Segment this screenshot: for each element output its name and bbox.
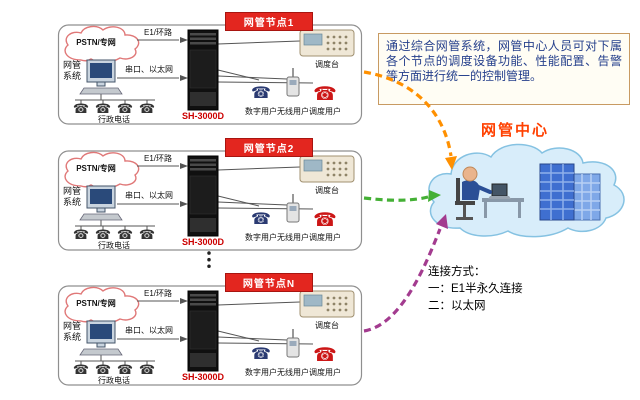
admin-phone-icons: ☎ ☎ ☎ ☎ (73, 101, 155, 116)
laptop-icon (488, 183, 511, 199)
dispatch-user-phone-icon: ☎ (313, 210, 337, 231)
user-label-digital: 数字用户 (245, 107, 277, 116)
user-label-dispatch: 调度用户 (309, 368, 341, 377)
console-label: 调度台 (315, 321, 339, 330)
admin-phone-label: 行政电话 (98, 115, 130, 124)
e1-link-label: E1/环路 (143, 154, 172, 163)
connection-title: 连接方式： (428, 266, 486, 278)
computer-icon (79, 59, 123, 95)
serial-ethernet-label: 串口、以太网 (125, 191, 173, 200)
arrowhead (180, 336, 188, 342)
phone-icon: ☎ (95, 227, 111, 242)
admin-phone-icons: ☎ ☎ ☎ ☎ (73, 362, 155, 377)
console-label: 调度台 (315, 186, 339, 195)
node-group-n: ☎ ☎ ☎ ☎ ☎ ☎ 网管节点N PSTN/专网 E1/环路 网管系统 串口、… (57, 273, 363, 387)
node-group-2: ☎ ☎ ☎ ☎ ☎ ☎ 网管节点2 PSTN/专网 E1/环路 网管系统 串口、… (57, 138, 363, 252)
dispatch-user-phone-icon: ☎ (313, 84, 337, 105)
nms-label: 网管系统 (62, 60, 81, 81)
phone-icon: ☎ (95, 362, 111, 377)
node-banner: 网管节点1 (225, 12, 313, 31)
computer-icon (79, 185, 123, 221)
device-model-label: SH-3000D (181, 372, 225, 382)
connector-lines (75, 165, 314, 230)
serial-ethernet-label: 串口、以太网 (125, 65, 173, 74)
person-at-computer-icon (455, 166, 492, 220)
cabinet-icon (187, 290, 219, 372)
wireless-user-radio-icon (286, 68, 300, 97)
phone-icon: ☎ (117, 362, 133, 377)
dispatch-console-icon (299, 29, 355, 57)
digital-user-phone-icon: ☎ (251, 85, 271, 102)
wireless-user-radio-icon (286, 194, 300, 223)
node-2-graphics: ☎ ☎ ☎ ☎ ☎ ☎ (57, 150, 363, 251)
cabinet-icon (187, 29, 219, 111)
dispatch-console-icon (299, 290, 355, 318)
user-label-dispatch: 调度用户 (309, 233, 341, 242)
arrowhead (180, 163, 188, 169)
arrowhead (180, 75, 188, 81)
user-label-wireless: 无线用户 (277, 368, 309, 377)
phone-icon: ☎ (139, 101, 155, 116)
admin-phone-label: 行政电话 (98, 376, 130, 385)
arrowhead (180, 201, 188, 207)
user-label-wireless: 无线用户 (277, 233, 309, 242)
dispatch-console-icon (299, 155, 355, 183)
phone-icon: ☎ (139, 227, 155, 242)
phone-icon: ☎ (73, 227, 89, 242)
digital-user-phone-icon: ☎ (251, 346, 271, 363)
phone-icon: ☎ (95, 101, 111, 116)
console-label: 调度台 (315, 60, 339, 69)
arrowhead (180, 37, 188, 43)
cabinet-icon (187, 155, 219, 237)
user-label-digital: 数字用户 (245, 233, 277, 242)
connection-item-ethernet: 二：以太网 (428, 300, 486, 312)
user-label-wireless: 无线用户 (277, 107, 309, 116)
connection-methods: 连接方式： 一：E1半永久连接 二：以太网 (428, 264, 523, 315)
nms-label: 网管系统 (62, 321, 81, 342)
device-model-label: SH-3000D (181, 111, 225, 121)
phone-icon: ☎ (139, 362, 155, 377)
phone-icon: ☎ (117, 101, 133, 116)
device-model-label: SH-3000D (181, 237, 225, 247)
e1-link-label: E1/环路 (143, 28, 172, 37)
admin-phone-label: 行政电话 (98, 241, 130, 250)
serial-ethernet-label: 串口、以太网 (125, 326, 173, 335)
phone-icon: ☎ (73, 362, 89, 377)
arrow-node2-to-center (363, 195, 429, 202)
buildings-icon (539, 163, 601, 221)
dispatch-user-phone-icon: ☎ (313, 345, 337, 366)
node-n-graphics: ☎ ☎ ☎ ☎ ☎ ☎ (57, 285, 363, 386)
phone-icon: ☎ (117, 227, 133, 242)
node-1-graphics: ☎ ☎ ☎ ☎ ☎ ☎ (57, 24, 363, 125)
description-note: 通过综合网管系统，网管中心人员可对下属各个节点的调度设备功能、性能配置、告警等方… (378, 33, 630, 105)
user-label-dispatch: 调度用户 (309, 107, 341, 116)
node-banner: 网管节点N (225, 273, 313, 292)
node-group-1: ☎ ☎ ☎ ☎ ☎ ☎ 网管节点1 PSTN/专网 E1/环路 网管系统 串口、… (57, 12, 363, 126)
e1-link-label: E1/环路 (143, 289, 172, 298)
computer-icon (79, 320, 123, 356)
nms-label: 网管系统 (62, 186, 81, 207)
phone-icon: ☎ (73, 101, 89, 116)
nmc-title: 网管中心 (480, 122, 549, 139)
admin-phone-icons: ☎ ☎ ☎ ☎ (73, 227, 155, 242)
pstn-cloud-label: PSTN/专网 (76, 38, 116, 47)
node-banner: 网管节点2 (225, 138, 313, 157)
arrowhead (180, 298, 188, 304)
pstn-cloud-label: PSTN/专网 (76, 299, 116, 308)
connection-item-e1: 一：E1半永久连接 (428, 283, 523, 295)
digital-user-phone-icon: ☎ (251, 211, 271, 228)
wireless-user-radio-icon (286, 329, 300, 358)
pstn-cloud-label: PSTN/专网 (76, 164, 116, 173)
desk-icon (482, 198, 524, 218)
user-label-digital: 数字用户 (245, 368, 277, 377)
description-text: 通过综合网管系统，网管中心人员可对下属各个节点的调度设备功能、性能配置、告警等方… (386, 39, 622, 83)
nmc-scene (428, 143, 625, 238)
